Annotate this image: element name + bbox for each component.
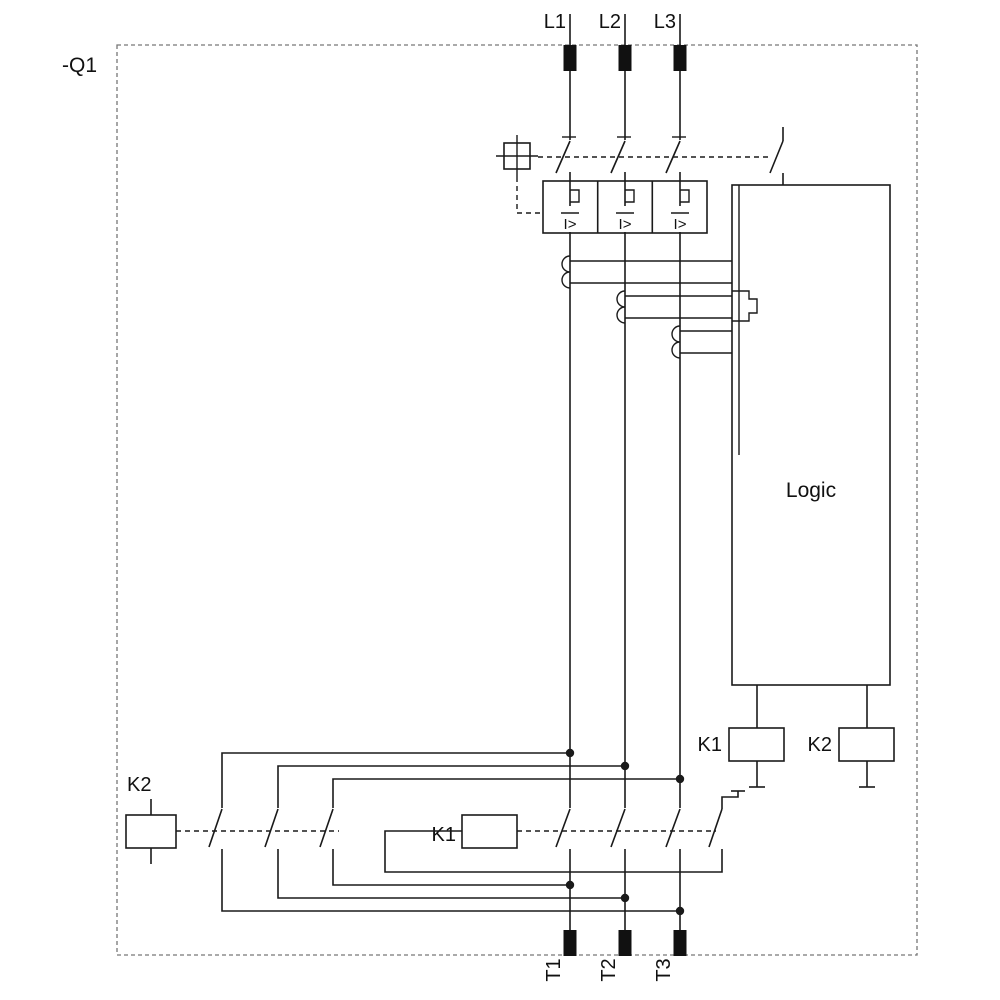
k1-contact-2-blade [610, 808, 626, 848]
contactor-k1-contacts: K1 [384, 790, 745, 873]
k1-aux-contact-blade [708, 808, 723, 848]
logic-module: Logic [731, 184, 891, 686]
enclosure-frame: -Q1 [62, 44, 918, 956]
k2-contactor-label: K2 [127, 774, 151, 796]
terminal-t3 [673, 930, 687, 956]
enclosure-label: -Q1 [62, 54, 97, 77]
logic-label: Logic [786, 479, 836, 502]
enclosure-border [116, 44, 918, 956]
k2-contact-3-blade [319, 808, 334, 848]
phase-conductors [569, 71, 681, 930]
terminal-t2-label: T2 [598, 958, 620, 981]
breaker-contact-2-blade [610, 140, 626, 174]
terminal-t1 [563, 930, 577, 956]
k1-aux-loop-wire [384, 830, 723, 873]
ct-3-coil-icon [671, 325, 681, 359]
k1-contactor-label: K1 [432, 824, 456, 846]
k1-aux-top-wire [721, 791, 739, 809]
k2-output-wire-2 [277, 849, 625, 899]
breaker-contact-3-blade [665, 140, 681, 174]
overload-heater-1-icon [570, 189, 580, 203]
overload-symbol-3: I> [674, 216, 687, 233]
k1-contact-1-blade [555, 808, 571, 848]
overload-relay: I> I> I> [542, 180, 708, 234]
k2-feed-wire-3 [332, 778, 680, 808]
breaker-contact-1-blade [555, 140, 571, 174]
k2-coil-label: K2 [808, 734, 832, 756]
junction-dots [565, 748, 685, 916]
overload-symbol-2: I> [619, 216, 632, 233]
junction-dot [620, 761, 630, 771]
k1-operator-box [461, 814, 518, 849]
circuit-breaker [496, 127, 784, 214]
contactor-coils: K1 K2 [698, 685, 895, 788]
junction-dot [565, 748, 575, 758]
k2-contact-1-blade [208, 808, 223, 848]
k2-contact-2-blade [264, 808, 279, 848]
k1-coil-box [728, 727, 785, 762]
junction-dot [675, 906, 685, 916]
overload-heater-3-icon [680, 189, 690, 203]
overload-heater-2-icon [625, 189, 635, 203]
overload-symbol-1: I> [564, 216, 577, 233]
junction-dot [565, 880, 575, 890]
terminal-l2 [618, 45, 632, 71]
k2-feed-wire-1 [221, 752, 570, 808]
overload-block [542, 180, 708, 234]
terminal-t3-label: T3 [653, 958, 675, 981]
k1-coil-label: K1 [698, 734, 722, 756]
ct-1-coil-icon [561, 255, 571, 289]
terminal-t1-label: T1 [543, 958, 565, 981]
junction-dot [675, 774, 685, 784]
junction-dot [620, 893, 630, 903]
terminal-l1-label: L1 [544, 11, 566, 33]
k2-operator-box [125, 814, 177, 849]
terminal-t2 [618, 930, 632, 956]
ct-2-coil-icon [616, 290, 626, 324]
terminal-l3 [673, 45, 687, 71]
terminal-l3-label: L3 [654, 11, 676, 33]
k2-feed-wire-2 [277, 765, 625, 808]
k2-output-wire-1 [221, 849, 680, 912]
logic-box [731, 184, 891, 686]
load-terminals: T1 T2 T3 [543, 930, 687, 982]
supply-terminals: L1 L2 L3 [544, 11, 687, 71]
k1-contact-3-blade [665, 808, 681, 848]
terminal-l1 [563, 45, 577, 71]
k2-output-wire-3 [332, 849, 570, 886]
current-transformers [561, 255, 732, 359]
aux-contact-blade [769, 140, 784, 174]
logic-input-connector-icon [732, 290, 758, 322]
contactor-k2-contacts: K2 [125, 752, 680, 912]
k2-coil-box [838, 727, 895, 762]
terminal-l2-label: L2 [599, 11, 621, 33]
